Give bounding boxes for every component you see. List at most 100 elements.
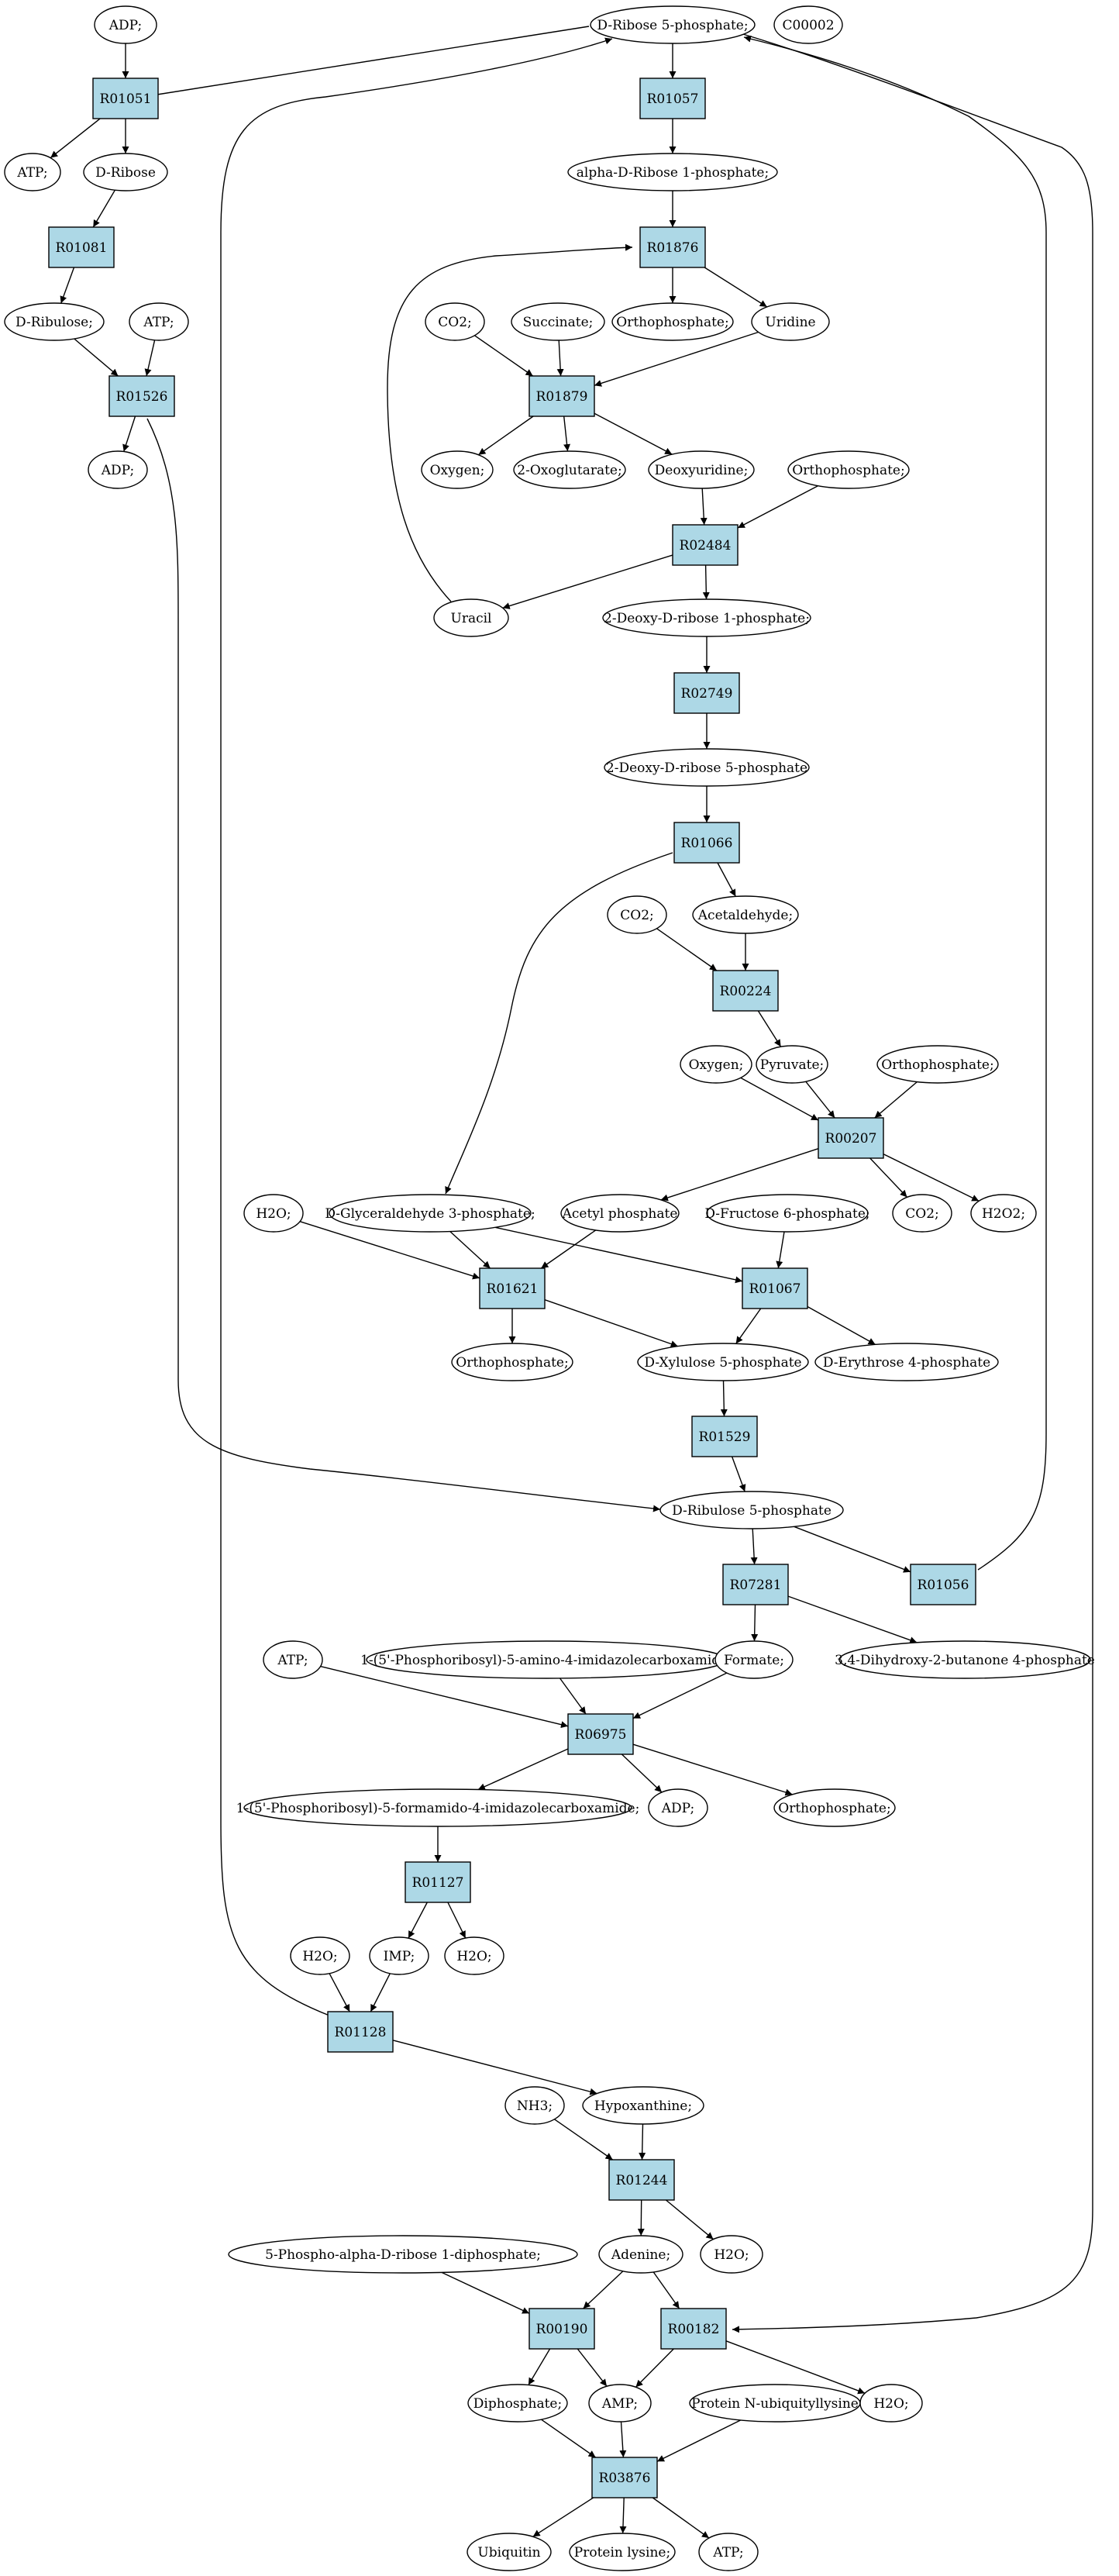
reaction-node-r02484: R02484: [672, 524, 739, 566]
node-label: Orthophosphate;: [778, 1801, 890, 1816]
reaction-node-r01066: R01066: [673, 822, 740, 864]
molecule-node-co2: CO2;: [892, 1194, 952, 1233]
edge-r_R02484-to-m_2dr1p: [702, 564, 710, 600]
molecule-ellipse: [433, 598, 509, 637]
molecule-ellipse: [970, 1194, 1037, 1233]
node-label: AMP;: [601, 2396, 638, 2412]
edge-r_R00182-to-m_h2o6: [725, 2340, 866, 2395]
molecule-node-pyruvate: Pyruvate;: [756, 1045, 828, 1084]
node-label: 2-Deoxy-D-ribose 1-phosphate;: [604, 611, 810, 626]
reaction-box: [529, 2308, 595, 2350]
molecule-ellipse: [698, 2533, 759, 2571]
node-label: R02749: [681, 686, 733, 702]
edge-m_formate-to-r_R06975: [632, 1672, 728, 1719]
reaction-box: [660, 2308, 727, 2350]
node-label: ADP;: [101, 463, 134, 478]
molecule-ellipse: [598, 2235, 683, 2274]
reaction-box: [327, 2011, 394, 2053]
reaction-node-r01526: R01526: [108, 375, 175, 417]
molecule-node-orthophosphate: Orthophosphate;: [876, 1045, 999, 1084]
node-label: Uracil: [451, 611, 492, 626]
edge-r_R07281-to-m_dhbp: [787, 1595, 918, 1643]
node-label: H2O2;: [982, 1206, 1025, 1222]
edge-r_R03876-to-m_ubq: [532, 2497, 594, 2537]
node-label: Ubiquitin: [477, 2545, 540, 2560]
edge-r_R01876-to-m_uridine: [704, 267, 768, 308]
node-label: D-Ribulose 5-phosphate: [672, 1503, 832, 1519]
node-label: CO2;: [620, 908, 654, 923]
edge-m_co2b-to-r_R00224: [656, 928, 718, 971]
node-label: D-Glyceraldehyde 3-phosphate;: [325, 1206, 535, 1222]
molecule-node-uracil: Uracil: [433, 598, 509, 637]
molecule-node-d-ribose: D-Ribose: [83, 153, 168, 191]
molecule-ellipse: [369, 1936, 429, 1975]
node-label: CO2;: [438, 315, 472, 330]
node-label: R06975: [575, 1727, 627, 1743]
edge-r_R00182-to-m_amp: [635, 2348, 674, 2388]
node-label: Orthophosphate;: [792, 463, 904, 478]
molecule-ellipse: [129, 302, 189, 341]
node-label: D-Xylulose 5-phosphate: [644, 1355, 801, 1371]
molecule-ellipse: [94, 5, 157, 44]
molecule-node-d-ribose-5-phosphate: D-Ribose 5-phosphate;: [590, 5, 756, 44]
molecule-node-d-ribulose: D-Ribulose;: [4, 302, 105, 341]
molecule-ellipse: [876, 1045, 999, 1084]
edge-m_uracil-to-r_R01876: [387, 243, 633, 602]
node-label: 1-(5'-Phosphoribosyl)-5-amino-4-imidazol…: [360, 1653, 732, 1668]
edge-r_R00207-to-m_co2c: [869, 1157, 908, 1198]
molecule-ellipse: [773, 5, 843, 44]
edge-m_ru5p-to-r_R07281: [750, 1528, 758, 1565]
node-label: Deoxyuridine;: [655, 463, 749, 478]
node-label: ATP;: [277, 1653, 308, 1668]
node-label: R02484: [680, 538, 732, 553]
edge-r_R06975-to-m_adp3: [621, 1754, 663, 1793]
edge-m_dip-to-r_R03876: [540, 2419, 597, 2458]
reaction-box: [712, 970, 779, 1012]
molecule-node-amp: AMP;: [588, 2384, 652, 2423]
edge-m_ortho3-to-r_R00207: [874, 1081, 918, 1119]
molecule-ellipse: [706, 1194, 869, 1233]
molecule-node-atp: ATP;: [698, 2533, 759, 2571]
molecule-ellipse: [859, 2384, 923, 2423]
molecule-ellipse: [567, 153, 778, 191]
edge-r_R06975-to-m_ortho5: [632, 1743, 793, 1796]
molecule-node-h2o: H2O;: [859, 2384, 923, 2423]
edge-m_acp-to-r_R01621: [540, 1229, 597, 1269]
reaction-box: [591, 2457, 658, 2498]
molecule-ellipse: [243, 1194, 304, 1233]
reaction-node-r00207: R00207: [818, 1117, 884, 1159]
molecule-ellipse: [425, 302, 485, 341]
node-label: H2O;: [873, 2396, 908, 2412]
edge-r_R01621-to-m_xu5p: [544, 1299, 678, 1347]
node-label: ATP;: [16, 165, 47, 181]
edge-r_R00190-to-m_amp: [577, 2348, 608, 2387]
edge-m_r5p-to-r_R00182: [732, 32, 1093, 2333]
molecule-node-ubiquitin: Ubiquitin: [467, 2533, 552, 2571]
reaction-box: [818, 1117, 884, 1159]
reaction-node-r01876: R01876: [639, 226, 706, 268]
edge-r_R01127-to-m_h2o4: [447, 1902, 467, 1939]
edge-m_prpp-to-r_R00190: [441, 2271, 530, 2314]
molecule-node-atp: ATP;: [4, 153, 61, 191]
molecule-ellipse: [467, 2533, 552, 2571]
edge-r_R01879-to-m_oxy1: [477, 416, 534, 456]
molecule-ellipse: [582, 2086, 704, 2125]
edge-r_R03876-to-m_atp4: [652, 2497, 710, 2539]
reaction-node-r06975: R06975: [567, 1713, 634, 1755]
molecule-ellipse: [588, 2384, 652, 2423]
reaction-box: [639, 226, 706, 268]
node-label: Oxygen;: [430, 463, 485, 478]
molecule-node-atp: ATP;: [129, 302, 189, 341]
molecule-node-co2: CO2;: [425, 302, 485, 341]
edge-layer: [50, 26, 1093, 2539]
node-label: R01067: [749, 1281, 801, 1297]
molecule-ellipse: [756, 1045, 828, 1084]
node-label: Acetaldehyde;: [697, 908, 793, 923]
node-label: Protein N-ubiquityllysine: [691, 2396, 859, 2412]
molecule-node-c00002: C00002: [773, 5, 843, 44]
node-label: R01621: [487, 1281, 539, 1297]
node-label: R01529: [699, 1429, 751, 1445]
reaction-node-r01056: R01056: [910, 1564, 976, 1605]
molecule-ellipse: [263, 1640, 323, 1679]
node-label: alpha-D-Ribose 1-phosphate;: [577, 165, 769, 181]
